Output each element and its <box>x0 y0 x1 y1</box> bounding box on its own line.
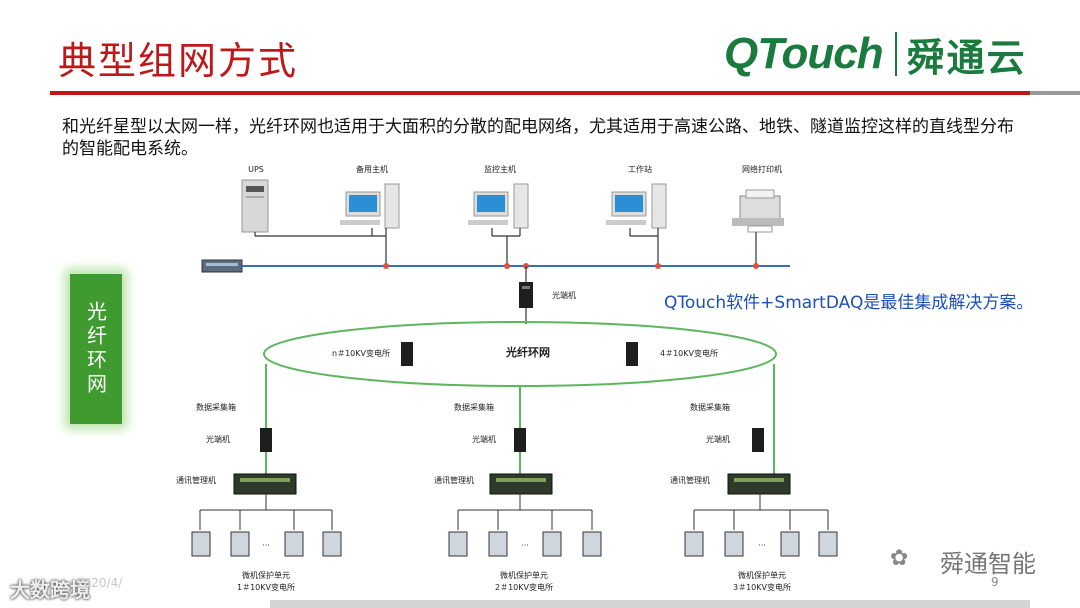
label-workstation: 工作站 <box>628 164 652 174</box>
dots-3: ··· <box>758 541 766 550</box>
dots-2: ··· <box>521 541 529 550</box>
label-monitor-host: 监控主机 <box>484 164 516 174</box>
workstation-icon <box>606 183 667 229</box>
ring-label: 光纤环网 <box>505 345 550 359</box>
label-terminal-2: 光端机 <box>472 434 496 444</box>
label-manager-2: 通讯管理机 <box>434 475 474 485</box>
ups-icon <box>241 179 269 233</box>
main-optical-terminal <box>519 282 533 308</box>
label-station-4: 4＃10KV变电所 <box>660 348 718 358</box>
watermark-2: 大数跨境 <box>10 578 90 602</box>
logo-cn: 舜通云 <box>906 35 1027 80</box>
label-protect-3: 微机保护单元 <box>738 570 786 580</box>
ring-terminal-left <box>401 342 413 366</box>
page-title: 典型组网方式 <box>58 39 299 83</box>
label-manager-1: 通讯管理机 <box>176 475 216 485</box>
label-manager-3: 通讯管理机 <box>670 475 710 485</box>
label-terminal-3: 光端机 <box>706 434 730 444</box>
title-underline <box>50 91 1030 95</box>
intro-text: 和光纤星型以太网一样，光纤环网也适用于大面积的分散的配电网络，尤其适用于高速公路… <box>62 117 1014 159</box>
printer-icon <box>732 189 784 233</box>
logo-brand: QTouch <box>724 29 884 78</box>
solution-note: QTouch软件+SmartDAQ是最佳集成解决方案。 <box>664 293 1034 313</box>
label-protect-1: 微机保护单元 <box>242 570 290 580</box>
lan-connections <box>254 228 757 266</box>
label-main-optical-terminal: 光端机 <box>552 290 576 300</box>
label-station-n: n＃10KV变电所 <box>332 348 390 358</box>
bus-nodes <box>383 263 759 269</box>
monitor-host-icon <box>468 183 529 229</box>
label-station-1: 1＃10KV变电所 <box>237 582 295 592</box>
label-printer: 网络打印机 <box>742 164 782 174</box>
title-underline-end <box>1030 91 1080 95</box>
label-collector-3: 数据采集箱 <box>690 402 730 412</box>
dots-1: ··· <box>262 541 270 550</box>
label-collector-2: 数据采集箱 <box>454 402 494 412</box>
wechat-icon: ✿ <box>890 546 909 571</box>
label-station-3: 3＃10KV变电所 <box>733 582 791 592</box>
label-terminal-1: 光端机 <box>206 434 230 444</box>
backup-host-icon <box>340 183 400 229</box>
company-logo: QTouch 舜通云 <box>724 26 1027 82</box>
ethernet-switch <box>201 259 243 273</box>
branch-3: 数据采集箱 光端机 通讯管理机 ··· 微机保护单元 3＃10KV变电所 <box>670 402 838 592</box>
label-backup-host: 备用主机 <box>356 164 388 174</box>
branch-2: 数据采集箱 光端机 通讯管理机 ··· 微机保护单元 2＃10KV变电所 <box>434 402 602 592</box>
ring-terminal-right <box>626 342 638 366</box>
label-ups: UPS <box>248 165 264 174</box>
branch-1: 数据采集箱 光端机 通讯管理机 ··· 微机保护单元 1＃10KV变电所 <box>176 402 342 592</box>
watermark: 舜通智能 <box>940 550 1036 578</box>
logo-divider <box>894 32 897 76</box>
label-protect-2: 微机保护单元 <box>500 570 548 580</box>
watermark-date: 2020/4/ <box>76 576 123 590</box>
side-label-box: 光纤环网 <box>70 274 122 424</box>
page-number: 9 <box>991 575 999 589</box>
label-station-2: 2＃10KV变电所 <box>495 582 553 592</box>
side-label: 光纤环网 <box>83 301 108 397</box>
footer-bar <box>270 600 1030 608</box>
label-collector-1: 数据采集箱 <box>196 402 236 412</box>
ring-drops <box>265 364 775 478</box>
